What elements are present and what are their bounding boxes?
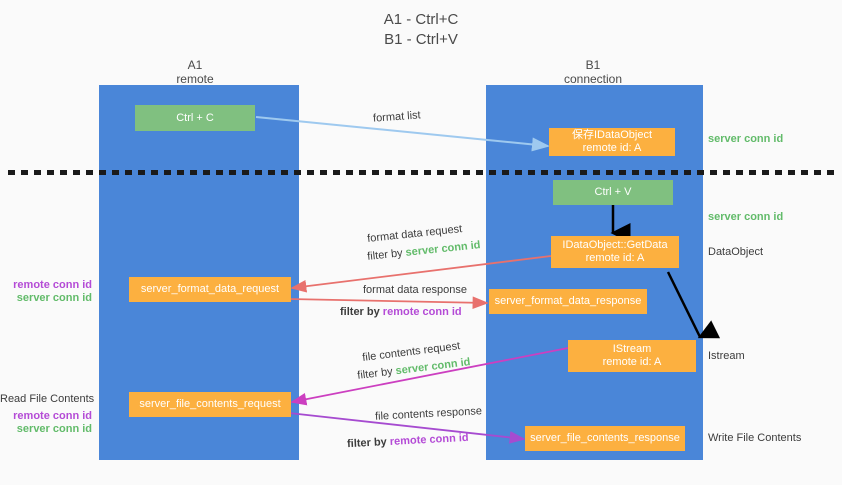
box-ctrl-v[interactable]: Ctrl + V [553, 180, 673, 205]
box-istream-line2: remote id: A [602, 356, 662, 368]
column-header-b1: B1 connection [493, 58, 693, 86]
label-file-contents-response-filter-prefix: filter by [346, 435, 391, 451]
label-file-contents-response-filter-key: remote conn id [389, 431, 469, 448]
label-format-data-response-text: format data response [363, 284, 467, 296]
column-header-a1-name: A1 [187, 58, 203, 72]
page-title: A1 - Ctrl+C B1 - Ctrl+V [0, 10, 842, 50]
box-server-file-contents-request-label: server_file_contents_request [139, 398, 281, 410]
label-format-data-response-filter: filter by remote conn id [340, 305, 462, 319]
left-label-server-conn-id-1: server conn id [16, 292, 92, 304]
box-save-idataobject-line1: 保存IDataObject [571, 129, 653, 141]
box-idataobject-getdata[interactable]: IDataObject::GetData remote id: A [551, 236, 679, 268]
box-istream[interactable]: IStream remote id: A [568, 340, 696, 372]
title-line-1: A1 - Ctrl+C [383, 11, 459, 28]
box-idataobject-getdata-line2: remote id: A [585, 252, 645, 264]
column-header-b1-name: B1 [585, 58, 601, 72]
column-header-a1: A1 remote [95, 58, 295, 86]
box-server-file-contents-response-label: server_file_contents_response [530, 432, 680, 444]
label-format-data-response: format data response [363, 284, 467, 296]
column-header-a1-sub: remote [176, 72, 214, 86]
label-file-contents-request-filter-prefix: filter by [356, 365, 397, 382]
box-idataobject-getdata-line1: IDataObject::GetData [562, 239, 668, 251]
label-format-list-text: format list [372, 109, 422, 125]
box-server-file-contents-request[interactable]: server_file_contents_request [129, 392, 291, 417]
phase-divider [8, 170, 836, 175]
label-file-contents-response-text: file contents response [374, 405, 483, 423]
label-file-contents-response-filter: filter by remote conn id [347, 431, 469, 451]
left-label-server-conn-id-2: server conn id [16, 423, 92, 435]
box-save-idataobject[interactable]: 保存IDataObject remote id: A [549, 128, 675, 156]
left-label-remote-conn-id-2: remote conn id [13, 410, 92, 422]
left-label-read-file-contents: Read File Contents [0, 393, 95, 405]
label-format-list: format list [373, 109, 421, 124]
right-label-dataobject: DataObject [708, 246, 764, 258]
box-ctrl-c[interactable]: Ctrl + C [135, 105, 255, 131]
label-file-contents-response: file contents response [375, 405, 482, 423]
label-format-data-response-filter-key: remote conn id [382, 306, 462, 318]
box-server-format-data-response-label: server_format_data_response [494, 295, 642, 307]
label-format-data-request-filter-key: server conn id [404, 239, 482, 259]
title-line-2: B1 - Ctrl+V [384, 31, 458, 48]
right-label-istream: Istream [708, 350, 745, 362]
right-label-write-file-contents: Write File Contents [708, 432, 802, 444]
box-ctrl-v-label: Ctrl + V [594, 186, 632, 198]
arrow-format-data-response [288, 296, 489, 310]
box-save-idataobject-line2: remote id: A [582, 142, 642, 154]
box-server-format-data-response[interactable]: server_format_data_response [489, 289, 647, 314]
label-format-data-response-filter-prefix: filter by [340, 306, 383, 318]
box-server-file-contents-response[interactable]: server_file_contents_response [525, 426, 685, 451]
label-file-contents-request-filter-key: server conn id [394, 356, 472, 378]
box-server-format-data-request[interactable]: server_format_data_request [129, 277, 291, 302]
right-label-server-conn-id-mid: server conn id [708, 211, 784, 223]
column-header-b1-sub: connection [563, 72, 623, 86]
box-istream-line1: IStream [612, 343, 652, 355]
label-format-data-request-filter-prefix: filter by [366, 246, 407, 263]
box-server-format-data-request-label: server_format_data_request [140, 283, 280, 295]
right-label-server-conn-id-top: server conn id [708, 133, 784, 145]
box-ctrl-c-label: Ctrl + C [176, 111, 214, 124]
left-label-remote-conn-id-1: remote conn id [13, 279, 92, 291]
